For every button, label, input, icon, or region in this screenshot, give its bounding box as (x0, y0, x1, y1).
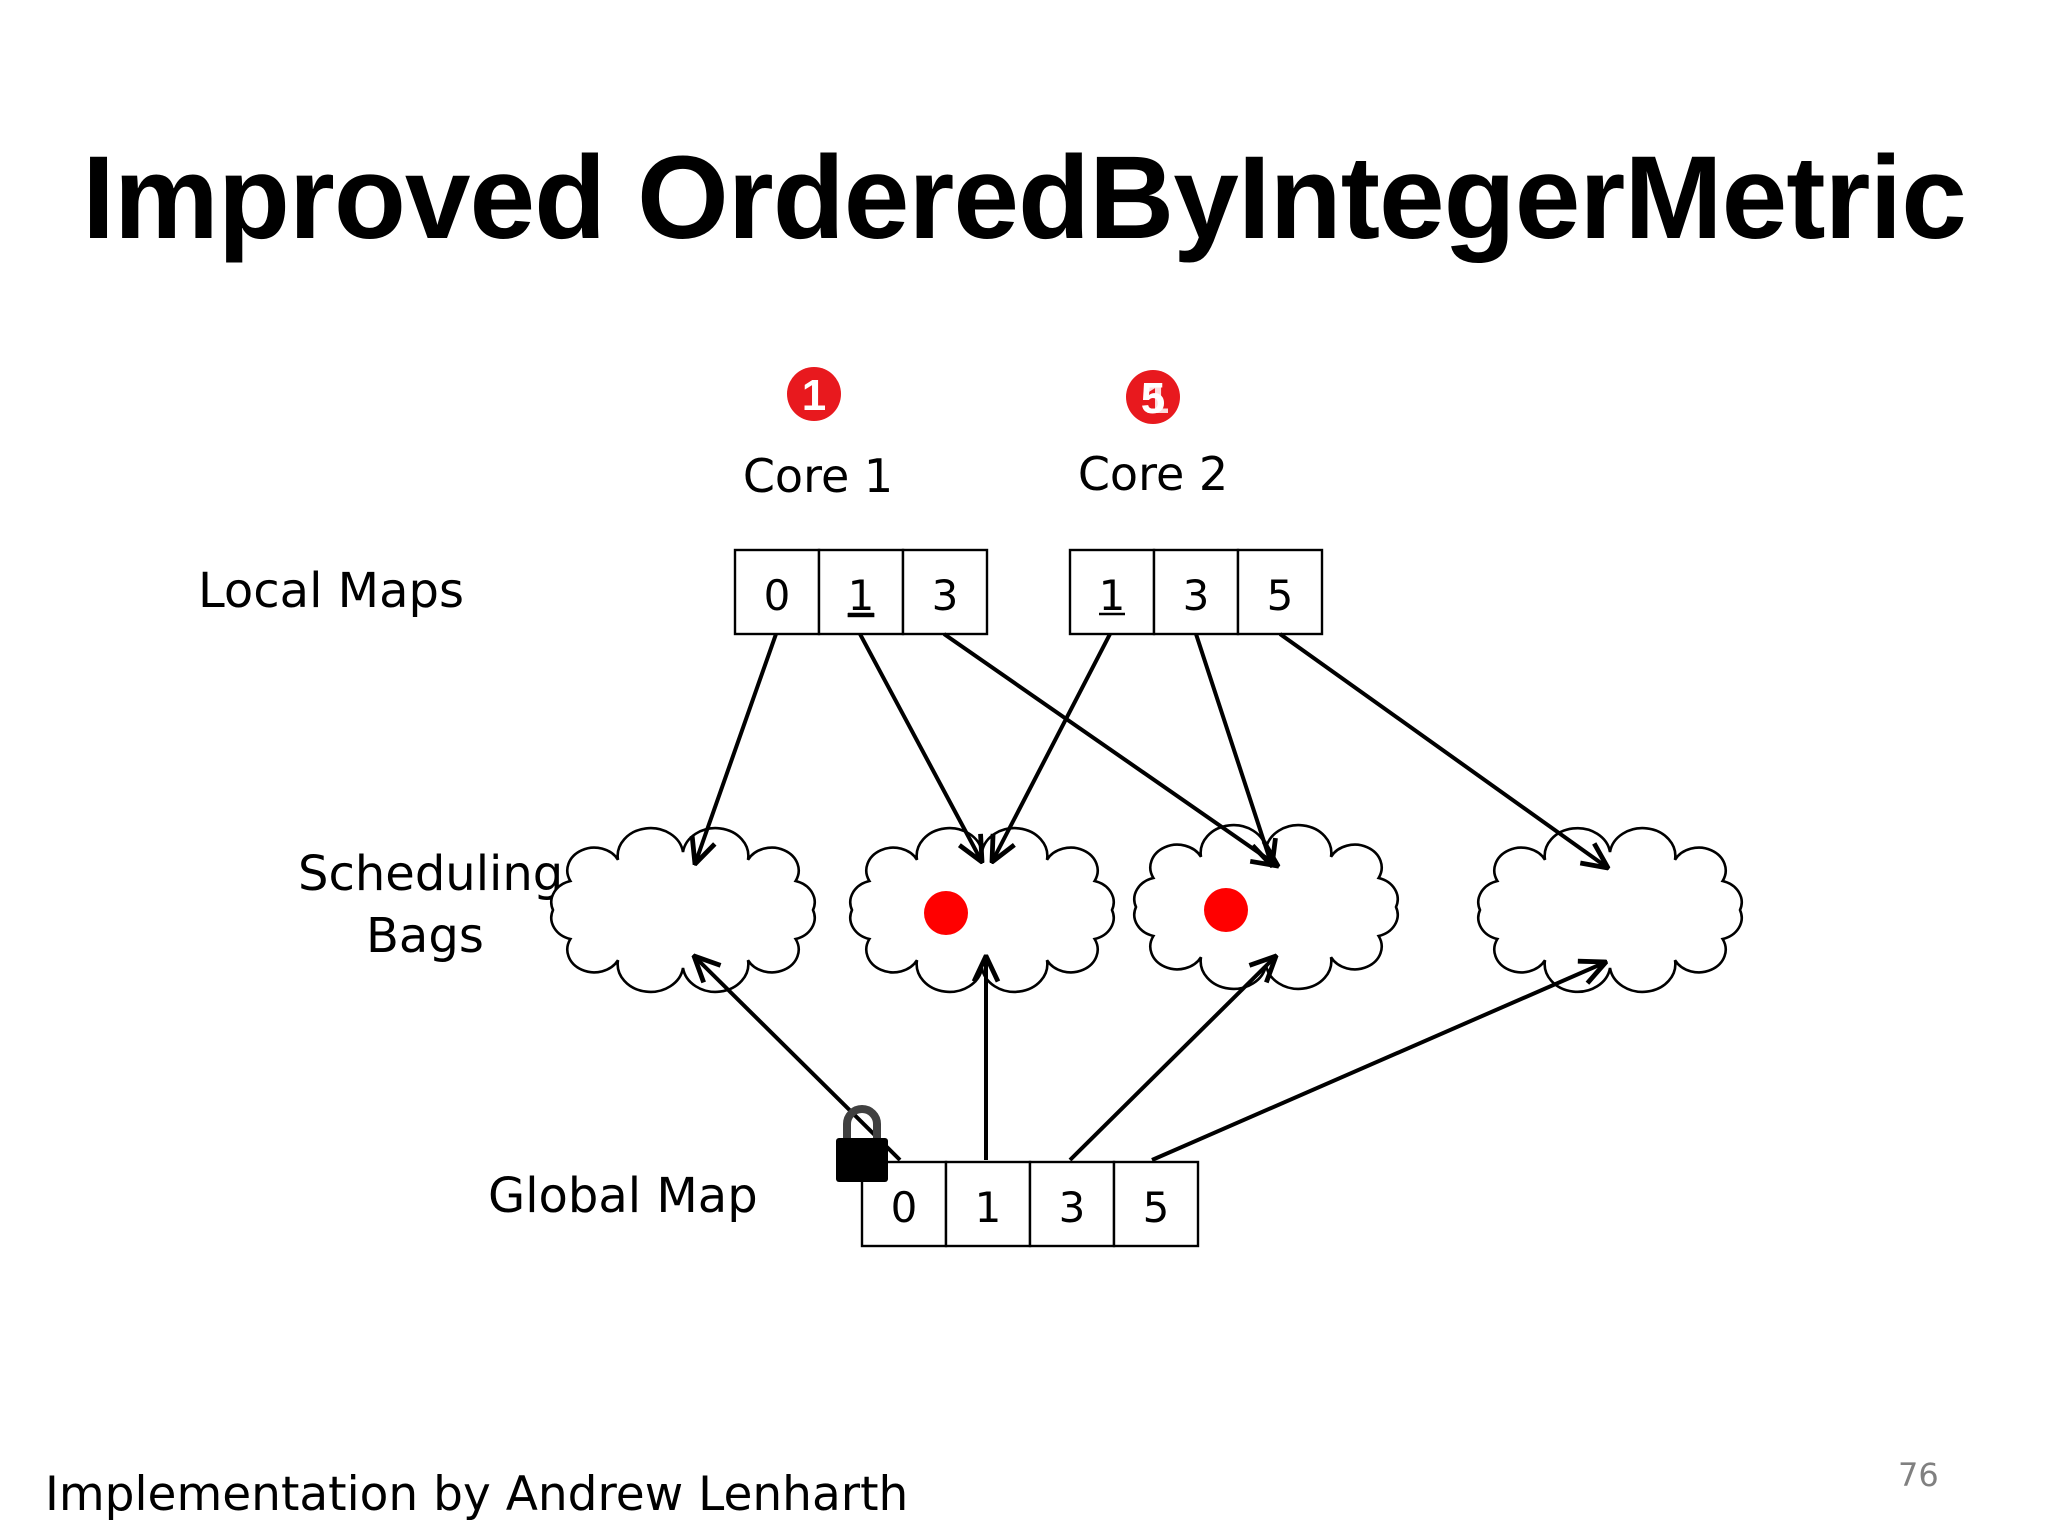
core-2-cell-1 (1152, 548, 1240, 636)
arrow-core2-3-to-bag3 (1194, 633, 1272, 866)
core-1-badge: 1 (787, 367, 841, 421)
core-1-value-1: 1 (848, 571, 875, 620)
bag-3-cloud (1133, 823, 1399, 991)
arrow-core2-5-to-bag5 (1278, 632, 1608, 868)
slide-title: Improved OrderedByIntegerMetric (82, 132, 1967, 264)
global-cell-2 (1028, 1160, 1116, 1248)
core-2-local-map (1068, 548, 1324, 636)
global-value-0: 0 (891, 1183, 918, 1232)
bags-label: Bags (366, 908, 484, 964)
lock-icon (836, 1105, 888, 1182)
arrow-core2-1-to-bag1 (992, 633, 1112, 862)
arrow-global-0-to-bag0 (694, 956, 902, 1162)
local-maps-label: Local Maps (198, 563, 464, 619)
bag-1-cloud (849, 826, 1115, 994)
arrow-core1-3-to-bag3 (942, 632, 1278, 866)
global-value-3: 5 (1143, 1183, 1170, 1232)
bag-0-cloud (550, 826, 816, 994)
scheduling-bags (550, 823, 1743, 994)
core-1-value-0: 0 (764, 571, 791, 620)
scheduling-label: Scheduling (298, 846, 564, 902)
global-value-1: 1 (975, 1183, 1002, 1232)
core-1-label: Core 1 (743, 449, 893, 503)
footer-credit: Implementation by Andrew Lenharth (45, 1467, 909, 1522)
bag-3-item-dot (1204, 888, 1248, 932)
core-2-badge-overlay-number: 1 (1145, 374, 1169, 423)
bag-5-cloud (1477, 826, 1743, 994)
core-2-value-2: 5 (1267, 571, 1294, 620)
arrow-core1-0-to-bag0 (695, 633, 778, 864)
arrow-global-3-to-bag3 (1068, 956, 1276, 1162)
core-1-cell-1 (817, 548, 905, 636)
page-number: 76 (1898, 1456, 1939, 1494)
core-2-value-1: 3 (1183, 571, 1210, 620)
core-2-cell-2 (1236, 548, 1324, 636)
core-2-badge-number: 5 (1141, 374, 1165, 423)
core-1-value-2: 3 (932, 571, 959, 620)
core-2-label: Core 2 (1078, 447, 1228, 501)
arrow-global-5-to-bag5 (1151, 962, 1606, 1162)
global-cell-3 (1112, 1160, 1200, 1248)
global-value-2: 3 (1059, 1183, 1086, 1232)
core-1-cell-2 (901, 548, 989, 636)
global-cell-1 (944, 1160, 1032, 1248)
global-map-label: Global Map (488, 1168, 758, 1224)
core-2-value-0: 1 (1099, 571, 1126, 620)
core-2-badge: 5 1 (1126, 370, 1180, 424)
core-1-badge-number: 1 (802, 371, 826, 420)
bag-1-item-dot (924, 891, 968, 935)
arrows (694, 632, 1608, 1162)
arrow-core1-1-to-bag1 (858, 633, 982, 862)
core-1-local-map (733, 548, 989, 636)
